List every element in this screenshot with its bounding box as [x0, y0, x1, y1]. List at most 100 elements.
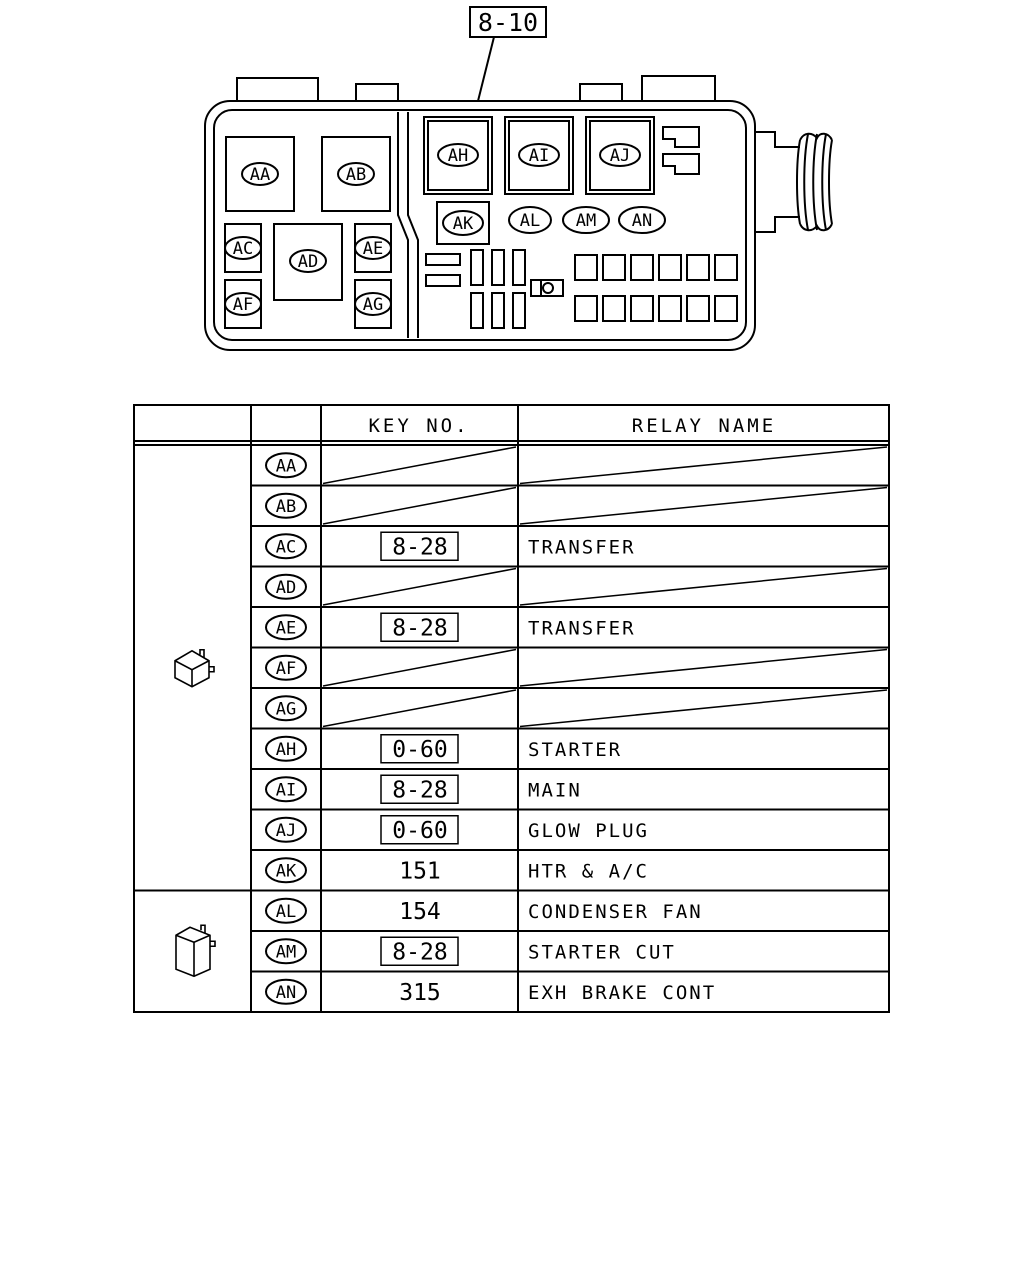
- relay-tall-icon: [175, 924, 216, 978]
- row-id-ellipse: [265, 573, 307, 600]
- relay-label-ad: AD: [289, 249, 327, 273]
- row-key-no: 8-28: [392, 615, 447, 641]
- row-id: AB: [276, 497, 296, 517]
- grommet-ring: [803, 133, 809, 231]
- relay-label-ellipse: [354, 292, 392, 316]
- relay-label-ae: AE: [354, 236, 392, 260]
- row-relay-name: CONDENSER FAN: [528, 901, 703, 923]
- relay-socket-aj-inner: [589, 120, 651, 191]
- row-id-ellipse: [265, 695, 307, 722]
- relay-label-ah: AH: [437, 143, 479, 167]
- relay-label-ellipse: [337, 162, 375, 186]
- key-ref-box: [380, 815, 459, 845]
- row-id: AI: [276, 780, 296, 800]
- relay-label-text: AH: [448, 146, 468, 166]
- row-id-ellipse: [265, 492, 307, 519]
- relay-label-text: AF: [233, 295, 253, 315]
- table-row: AF: [251, 646, 889, 687]
- row-id: AG: [276, 699, 296, 719]
- fuse-puller: [530, 279, 564, 297]
- table-row: AE 8-28 TRANSFER: [251, 606, 889, 642]
- row-key-no: 0-60: [392, 737, 447, 763]
- fuse-puller: [542, 282, 554, 294]
- relay-label-ellipse: [508, 206, 552, 234]
- row-relay-name: GLOW PLUG: [528, 820, 649, 842]
- row-id: AM: [276, 942, 296, 962]
- relay-socket-ah-inner: [427, 120, 489, 191]
- fuse-cell: [630, 254, 654, 281]
- row-id-ellipse: [265, 735, 307, 762]
- icon-stroke: [174, 660, 210, 671]
- blank-key-diagonal: [322, 486, 517, 525]
- grommet-mount: [755, 131, 800, 148]
- relay-label-text: AB: [346, 165, 366, 185]
- relay-label-ac: AC: [224, 236, 262, 260]
- icon-stroke: [200, 924, 206, 934]
- row-id: AF: [276, 659, 296, 679]
- key-ref-box: [380, 734, 459, 764]
- blank-key-diagonal: [322, 689, 517, 728]
- fuse-cell: [714, 295, 738, 322]
- relay-label-ellipse: [354, 236, 392, 260]
- fuse-slot: [470, 249, 484, 286]
- relay-label-ellipse: [599, 143, 641, 167]
- row-key-no: 151: [399, 858, 441, 884]
- relay-label-text: AJ: [610, 146, 630, 166]
- relay-label-af: AF: [224, 292, 262, 316]
- row-key-no: 8-28: [392, 939, 447, 965]
- row-relay-name: EXH BRAKE CONT: [528, 982, 716, 1004]
- fuse-cell: [658, 254, 682, 281]
- icon-stroke: [175, 934, 211, 944]
- relay-socket-ad: [273, 223, 343, 301]
- icon-stroke: [174, 649, 210, 688]
- row-id-ellipse: [265, 533, 307, 560]
- fuse-slot: [512, 249, 526, 286]
- small-connector: [662, 153, 700, 175]
- row-id: AK: [276, 861, 297, 881]
- row-key-no: 8-28: [392, 777, 447, 803]
- grommet-ring: [828, 139, 833, 225]
- blank-name-diagonal: [519, 689, 888, 728]
- top-tab: [641, 75, 716, 102]
- row-relay-name: HTR & A/C: [528, 860, 649, 882]
- relay-label-ellipse: [518, 143, 560, 167]
- key-ref-box: [380, 531, 459, 561]
- relay-label-text: AE: [363, 239, 383, 259]
- section-divider: [407, 112, 419, 338]
- fuse-cell: [602, 295, 626, 322]
- relay-socket-aj: [585, 116, 655, 195]
- relay-label-ab: AB: [337, 162, 375, 186]
- relay-socket-aa: [225, 136, 295, 212]
- row-id-ellipse: [265, 978, 307, 1005]
- relay-box-diagram: 8-10: [204, 6, 833, 351]
- relay-socket-ab: [321, 136, 391, 212]
- relay-label-text: AA: [250, 165, 270, 185]
- row-id: AE: [276, 618, 296, 638]
- relay-label-am: AM: [562, 206, 610, 234]
- relay-socket-ai: [504, 116, 574, 195]
- relay-socket-ak: [436, 201, 490, 245]
- ref-label: 8-10: [478, 8, 538, 37]
- row-relay-name: TRANSFER: [528, 617, 636, 639]
- grommet-mount: [755, 216, 800, 233]
- blank-key-diagonal: [322, 648, 517, 687]
- relay-label-text: AL: [520, 211, 540, 231]
- header-relay-name: RELAY NAME: [632, 415, 776, 437]
- row-relay-name: TRANSFER: [528, 536, 636, 558]
- row-key-no: 154: [399, 899, 441, 925]
- fuse-cell: [574, 254, 598, 281]
- fuse-grid: [574, 254, 738, 322]
- table-row: AK 151 HTR & A/C: [251, 849, 889, 884]
- row-relay-name: STARTER: [528, 739, 622, 761]
- row-id-ellipse: [265, 816, 307, 843]
- row-id: AJ: [276, 821, 296, 841]
- row-id-ellipse: [265, 452, 307, 479]
- blank-key-diagonal: [322, 567, 517, 606]
- row-id: AL: [276, 902, 296, 922]
- row-key-no: 8-28: [392, 534, 447, 560]
- grommet-ring: [799, 223, 833, 232]
